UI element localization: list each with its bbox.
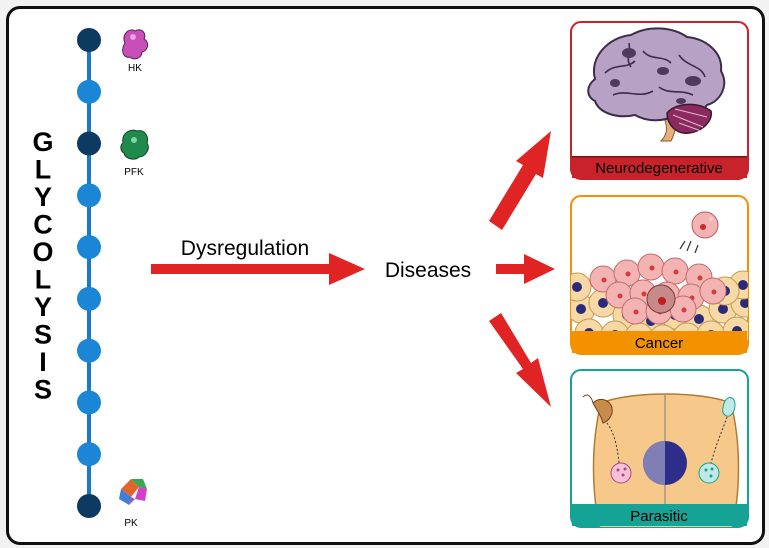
enzyme-label-hk: HK	[128, 63, 142, 74]
title-letter: I	[39, 347, 47, 377]
dysregulation-arrow	[151, 253, 365, 285]
title-letter: Y	[34, 182, 52, 212]
pathway-node	[77, 235, 101, 260]
title-letter: Y	[34, 292, 52, 322]
enzyme-label-pfk: PFK	[124, 167, 144, 178]
pathway-nodes	[77, 28, 101, 518]
pathway-node	[77, 338, 101, 363]
title-letter: L	[35, 265, 52, 295]
arrow-to-cancer	[496, 254, 555, 284]
pathway-node	[77, 79, 101, 104]
tumor-nucleus	[658, 297, 666, 305]
title-letter: S	[34, 320, 52, 350]
diseases-label: Diseases	[385, 259, 471, 282]
pathway-node-regulated	[77, 28, 101, 52]
panel-label-neurodegenerative: Neurodegenerative	[595, 160, 723, 177]
dysregulation-label: Dysregulation	[181, 237, 309, 260]
infected-cell-icon	[582, 393, 740, 527]
title-letter: C	[33, 210, 53, 240]
title-letter: L	[35, 155, 52, 185]
phosphofructokinase-protein-icon	[120, 129, 149, 160]
arrow-to-neurodegenerative	[489, 131, 551, 230]
panel-parasitic: Parasitic	[570, 369, 749, 528]
pathway-node	[77, 390, 101, 415]
normal-cell	[571, 294, 596, 324]
tumor-cell	[699, 277, 727, 305]
enzyme-label-pk: PK	[124, 518, 138, 529]
tumor-cell	[621, 297, 649, 325]
hexokinase-protein-icon	[122, 29, 149, 60]
title-letter: G	[32, 127, 53, 157]
pathway-node-regulated	[77, 494, 101, 518]
panel-cancer: Cancer	[570, 195, 749, 355]
pathway-node	[77, 286, 101, 311]
pathway-node-regulated	[77, 131, 101, 156]
title-letter: O	[32, 237, 53, 267]
tumor-cell	[669, 295, 697, 323]
pathway-node	[77, 183, 101, 208]
panel-label-parasitic: Parasitic	[630, 508, 688, 525]
title-letter: S	[34, 375, 52, 405]
panel-label-cancer: Cancer	[635, 335, 683, 352]
tumor-cell	[637, 253, 665, 281]
brain-icon	[587, 27, 726, 142]
arrow-to-parasitic	[489, 313, 551, 407]
panel-neurodegenerative: Neurodegenerative	[570, 21, 749, 180]
pyruvate-kinase-protein-icon	[119, 479, 147, 505]
tumor-cell	[661, 257, 689, 285]
pathway-node	[77, 442, 101, 467]
normal-cell	[571, 272, 592, 302]
